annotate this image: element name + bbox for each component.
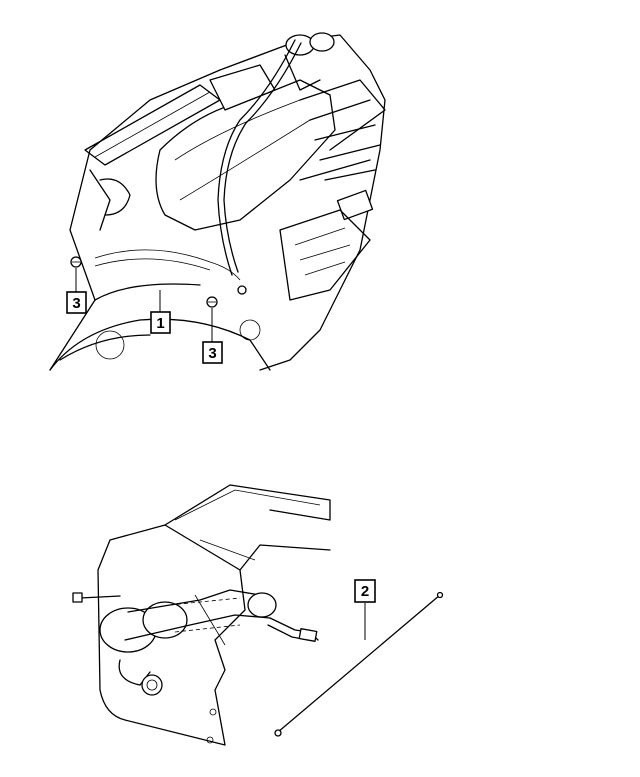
callout-label: 3 (72, 295, 80, 312)
engine-intake-manifold-illustration (49, 32, 386, 371)
callout-2: 2 (354, 579, 376, 603)
callout-3-left: 3 (66, 291, 87, 314)
bolt-icon (237, 285, 247, 295)
callout-1: 1 (150, 311, 171, 334)
callout-label: 2 (361, 583, 369, 600)
callout-label: 1 (156, 315, 164, 332)
bolt-icon (206, 296, 218, 308)
rod-part-2 (277, 594, 441, 733)
callout-3-right: 3 (202, 341, 223, 364)
bolt-icon (72, 592, 121, 603)
callout-label: 3 (208, 345, 216, 362)
bolt-icon (70, 256, 82, 268)
fuel-filler-illustration (72, 484, 444, 746)
